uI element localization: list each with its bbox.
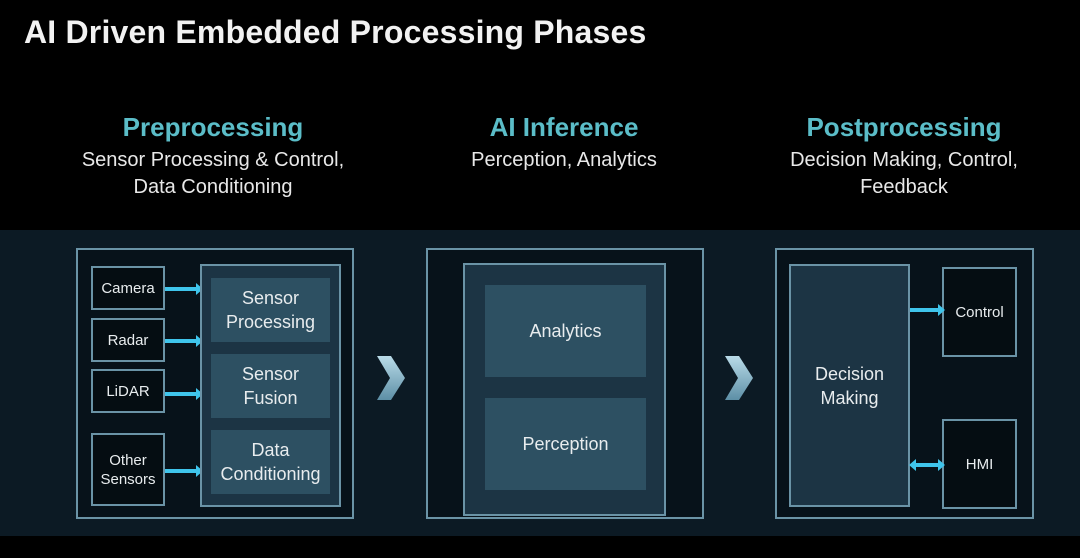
stage-data-conditioning: Data Conditioning xyxy=(211,430,330,494)
block-decision-making: Decision Making xyxy=(789,264,910,507)
arrow-right-icon xyxy=(910,304,945,316)
phase-subtitle-line: Decision Making, Control, xyxy=(790,149,1018,171)
phase-header-postprocessing: Postprocessing Decision Making, Control,… xyxy=(740,112,1068,201)
postprocessing-panel: Decision Making Control HMI xyxy=(775,248,1034,519)
phase-subtitle-line: Sensor Processing & Control, xyxy=(81,149,345,171)
phase-subtitle-line: Feedback xyxy=(860,176,948,198)
block-analytics: Analytics xyxy=(485,285,646,377)
chevron-right-icon xyxy=(725,356,753,400)
stage-sensor-fusion: Sensor Fusion xyxy=(211,354,330,418)
phase-subtitle-line: Perception, Analytics xyxy=(471,149,657,171)
arrow-right-icon xyxy=(165,283,203,295)
sensor-camera: Camera xyxy=(91,266,165,310)
phase-subtitle-line: Data Conditioning xyxy=(133,176,293,198)
arrow-right-icon xyxy=(165,335,203,347)
sensor-other: Other Sensors xyxy=(91,433,165,506)
chevron-right-icon xyxy=(377,356,405,400)
preprocessing-panel: Camera Radar LiDAR Other Sensors Sensor … xyxy=(76,248,354,519)
sensor-radar: Radar xyxy=(91,318,165,362)
arrow-both-icon xyxy=(909,459,945,471)
arrow-right-icon xyxy=(165,465,203,477)
phase-subtitle: Perception, Analytics xyxy=(400,147,728,174)
block-perception: Perception xyxy=(485,398,646,490)
phase-title: AI Inference xyxy=(489,112,639,142)
output-control: Control xyxy=(942,267,1017,357)
arrow-right-icon xyxy=(165,388,203,400)
phase-title: Preprocessing xyxy=(122,112,304,142)
phase-title: Postprocessing xyxy=(806,112,1002,142)
ai-inference-panel: Analytics Perception xyxy=(426,248,704,519)
stage-sensor-processing: Sensor Processing xyxy=(211,278,330,342)
phase-subtitle: Decision Making, Control, Feedback xyxy=(740,147,1068,201)
phase-header-ai-inference: AI Inference Perception, Analytics xyxy=(400,112,728,174)
phase-subtitle: Sensor Processing & Control, Data Condit… xyxy=(40,147,386,201)
output-hmi: HMI xyxy=(942,419,1017,509)
page-title: AI Driven Embedded Processing Phases xyxy=(24,14,647,50)
phase-header-preprocessing: Preprocessing Sensor Processing & Contro… xyxy=(40,112,386,201)
sensor-lidar: LiDAR xyxy=(91,369,165,413)
